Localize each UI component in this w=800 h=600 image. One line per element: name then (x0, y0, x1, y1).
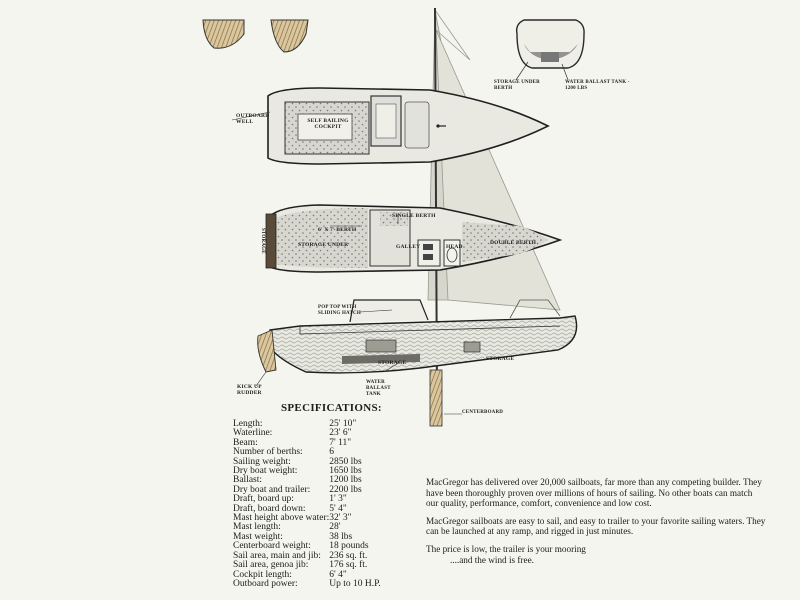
spec-row: Mast weight: 38 lbs (233, 531, 381, 542)
spec-label: Beam: (233, 437, 258, 448)
side-profile (255, 299, 578, 427)
label-water-ballast-tank: WATER BALLAST TANK (366, 380, 391, 397)
spec-value: 5' 4" (329, 503, 347, 514)
hull-sections (202, 19, 309, 53)
label-kick-up-rudder: KICK UP RUDDER (237, 384, 262, 397)
label-transom-mark: STORAGE (260, 228, 265, 254)
spec-label: Dry boat weight: (233, 466, 298, 477)
spec-value: 236 sq. ft. (329, 550, 368, 561)
spec-label: Waterline: (233, 428, 273, 439)
blurb-paragraph-2: MacGregor sailboats are easy to sail, an… (426, 515, 766, 537)
spec-value: 6 (329, 447, 335, 458)
spec-row: Number of berths: 6 (233, 447, 381, 458)
spec-value: 1' 3" (329, 494, 347, 505)
spec-row: Sailing weight: 2850 lbs (233, 456, 381, 467)
spec-label: Mast height above water: (233, 513, 330, 524)
label-water-ballast-tank-top: WATER BALLAST TANK - 1200 LBS (565, 80, 630, 91)
spec-value: 32' 3" (329, 513, 352, 524)
spec-label: Length: (233, 419, 263, 429)
spec-label: Sail area, main and jib: (233, 550, 321, 561)
spec-value: 25' 10" (329, 419, 357, 429)
blurb-paragraph-1: MacGregor has delivered over 20,000 sail… (426, 477, 762, 509)
spec-row: Outboard power: Up to 10 H.P. (233, 578, 381, 589)
spec-row: Centerboard weight: 18 pounds (233, 541, 381, 552)
spec-label: Number of berths: (233, 447, 303, 458)
spec-label: Draft, board down: (233, 503, 306, 514)
specifications-table: Length: 25' 10" Waterline: 23' 6" Beam: 7' 11… (233, 419, 381, 589)
label-outboard-well: OUTBOARD WELL (236, 113, 270, 126)
label-single-berth: SINGLE BERTH (392, 213, 436, 219)
label-double-berth: DOUBLE BERTH (490, 240, 537, 246)
spec-row: Sail area, genoa jib: 176 sq. ft. (233, 560, 381, 571)
spec-value: 1650 lbs (329, 466, 362, 477)
spec-row: Length: 25' 10" (233, 419, 381, 429)
spec-value: 28' (329, 522, 341, 533)
spec-value: Up to 10 H.P. (329, 578, 381, 589)
spec-row: Dry boat and trailer: 2200 lbs (233, 484, 381, 495)
spec-row: Dry boat weight: 1650 lbs (233, 466, 381, 477)
spec-row: Waterline: 23' 6" (233, 428, 381, 439)
spec-value: 23' 6" (329, 428, 352, 439)
label-storage-under: STORAGE UNDER (298, 242, 349, 248)
label-pop-top: POP TOP WITH SLIDING HATCH (318, 305, 361, 316)
spec-value: 176 sq. ft. (329, 560, 368, 571)
spec-label: Sail area, genoa jib: (233, 560, 309, 571)
interior-plan (265, 204, 563, 273)
spec-label: Mast weight: (233, 531, 283, 542)
cross-section (515, 19, 585, 81)
spec-label: Dry boat and trailer: (233, 484, 311, 495)
spec-row: Ballast: 1200 lbs (233, 475, 381, 486)
label-galley: GALLEY (396, 244, 421, 250)
spec-label: Draft, board up: (233, 494, 294, 505)
spec-value: 38 lbs (329, 531, 353, 542)
label-self-bailing-cockpit: SELF BAILING COCKPIT (307, 118, 349, 131)
label-head: HEAD (446, 244, 463, 250)
deck-plan (231, 87, 550, 165)
spec-label: Outboard power: (233, 578, 298, 589)
spec-label: Sailing weight: (233, 456, 291, 467)
specifications-title: SPECIFICATIONS: (281, 402, 382, 414)
marketing-blurb: MacGregor has delivered over 20,000 sail… (426, 477, 766, 572)
spec-label: Cockpit length: (233, 569, 292, 580)
label-centerboard: CENTERBOARD (462, 410, 504, 415)
spec-row: Cockpit length: 6' 4" (233, 569, 381, 580)
spec-value: 2850 lbs (329, 456, 362, 467)
label-storage-fwd: STORAGE (486, 356, 515, 362)
spec-row: Mast height above water:32' 3" (233, 513, 381, 524)
spec-value: 7' 11" (329, 437, 352, 448)
spec-label: Ballast: (233, 475, 263, 486)
spec-label: Mast length: (233, 522, 281, 533)
spec-value: 18 pounds (329, 541, 369, 552)
spec-row: Mast length: 28' (233, 522, 381, 533)
spec-row: Draft, board down: 5' 4" (233, 503, 381, 514)
label-berth-size: 6' X 7' BERTH (318, 227, 357, 233)
blurb-closing: The price is low, the trailer is your mo… (426, 544, 766, 565)
blurb-closing-line-1: The price is low, the trailer is your mo… (426, 543, 586, 554)
spec-value: 6' 4" (329, 569, 347, 580)
spec-value: 1200 lbs (329, 475, 362, 486)
spec-row: Draft, board up: 1' 3" (233, 494, 381, 505)
blurb-closing-line-2: ....and the wind is free. (450, 554, 534, 565)
spec-label: Centerboard weight: (233, 541, 311, 552)
label-storage-under-berth: STORAGE UNDER BERTH (494, 80, 540, 91)
spec-row: Beam: 7' 11" (233, 437, 381, 448)
spec-row: Sail area, main and jib: 236 sq. ft. (233, 550, 381, 561)
label-storage-mid: STORAGE (378, 360, 407, 366)
spec-value: 2200 lbs (329, 484, 362, 495)
